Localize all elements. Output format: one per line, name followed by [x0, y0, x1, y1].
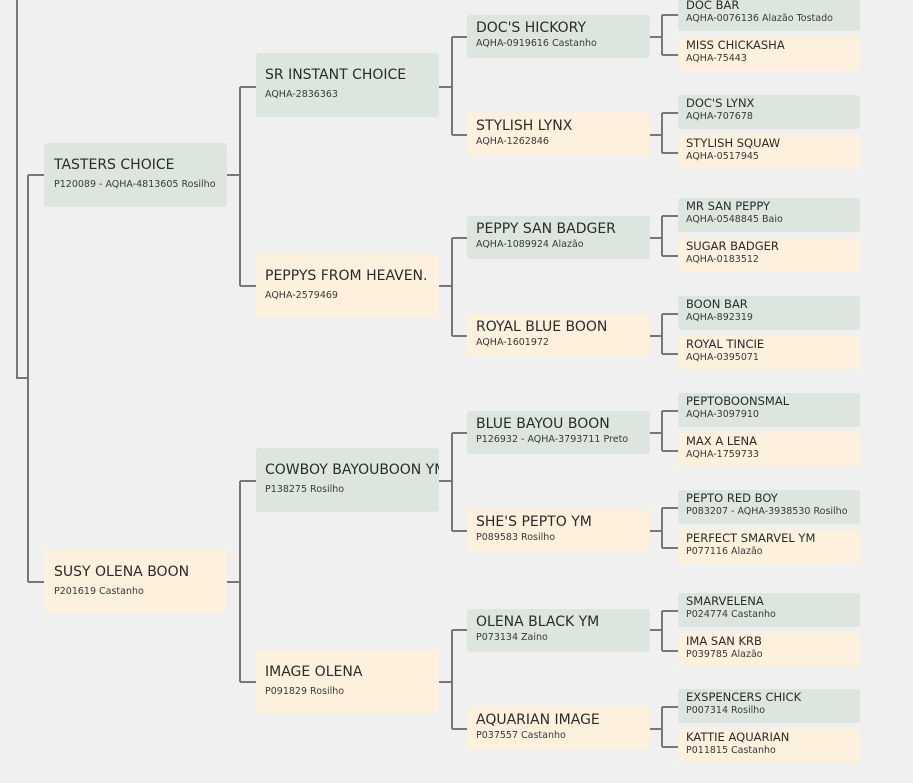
- pedigree-node-sire[interactable]: BLUE BAYOU BOON P126932 - AQHA-3793711 Pr…: [467, 411, 650, 454]
- horse-name: SMARVELENA: [686, 594, 764, 608]
- horse-name: DOC'S LYNX: [686, 96, 755, 110]
- horse-name: MAX A LENA: [686, 434, 757, 448]
- pedigree-node-dam[interactable]: ROYAL BLUE BOON AQHA-1601972: [467, 314, 650, 357]
- pedigree-node-dam[interactable]: IMAGE OLENA P091829 Rosilho: [256, 650, 439, 714]
- horse-name: PEPTO RED BOY: [686, 491, 778, 505]
- horse-name: OLENA BLACK YM: [476, 614, 600, 630]
- pedigree-node-sire[interactable]: COWBOY BAYOUBOON YM P138275 Rosilho: [256, 448, 439, 512]
- horse-registration: AQHA-707678: [686, 111, 753, 123]
- horse-name: IMAGE OLENA: [265, 664, 363, 680]
- horse-registration: AQHA-0919616 Castanho: [476, 38, 597, 50]
- horse-name: DOC BAR: [686, 0, 740, 12]
- horse-name: PEPPY SAN BADGER: [476, 221, 616, 237]
- horse-name: EXSPENCERS CHICK: [686, 690, 802, 704]
- horse-name: TASTERS CHOICE: [54, 157, 175, 173]
- horse-registration: P201619 Castanho: [54, 586, 144, 598]
- horse-registration: P024774 Castanho: [686, 609, 776, 621]
- horse-registration: AQHA-0183512: [686, 254, 759, 266]
- horse-name: PEPPYS FROM HEAVEN.: [265, 268, 428, 284]
- horse-name: PEPTOBOONSMAL: [686, 394, 790, 408]
- horse-registration: AQHA-3097910: [686, 409, 759, 421]
- horse-registration: P126932 - AQHA-3793711 Preto: [476, 434, 629, 446]
- connector-line: [16, 0, 28, 379]
- horse-name: DOC'S HICKORY: [476, 20, 587, 36]
- horse-registration: AQHA-1089924 Alazão: [476, 239, 584, 251]
- horse-registration: P037557 Castanho: [476, 730, 566, 742]
- horse-registration: AQHA-1262846: [476, 136, 549, 148]
- pedigree-node-sire[interactable]: OLENA BLACK YM P073134 Zaino: [467, 609, 650, 652]
- pedigree-node-sire[interactable]: TASTERS CHOICE P120089 - AQHA-4813605 Ros…: [44, 143, 227, 207]
- horse-registration: AQHA-0395071: [686, 352, 759, 364]
- horse-registration: AQHA-2836363: [265, 89, 338, 101]
- horse-registration: AQHA-0548845 Baio: [686, 214, 783, 226]
- pedigree-node-dam[interactable]: SUSY OLENA BOON P201619 Castanho: [44, 550, 227, 614]
- horse-registration: P039785 Alazão: [686, 649, 763, 661]
- pedigree-node-dam[interactable]: AQUARIAN IMAGE P037557 Castanho: [467, 707, 650, 750]
- horse-name: BLUE BAYOU BOON: [476, 416, 610, 432]
- pedigree-node-dam[interactable]: PEPPYS FROM HEAVEN. AQHA-2579469: [256, 254, 439, 318]
- horse-name: ROYAL TINCIE: [686, 337, 765, 351]
- horse-name: STYLISH SQUAW: [686, 136, 781, 150]
- horse-name: MR SAN PEPPY: [686, 199, 771, 213]
- horse-registration: AQHA-0076136 Alazão Tostado: [686, 13, 833, 25]
- horse-registration: P120089 - AQHA-4813605 Rosilho: [54, 179, 216, 191]
- pedigree-node-sire[interactable]: DOC'S HICKORY AQHA-0919616 Castanho: [467, 15, 650, 58]
- horse-name: AQUARIAN IMAGE: [476, 712, 600, 728]
- horse-registration: AQHA-1759733: [686, 449, 759, 461]
- horse-name: KATTIE AQUARIAN: [686, 730, 790, 744]
- horse-registration: AQHA-0517945: [686, 151, 759, 163]
- pedigree-node-dam[interactable]: SHE'S PEPTO YM P089583 Rosilho: [467, 509, 650, 552]
- pedigree-node-sire[interactable]: PEPPY SAN BADGER AQHA-1089924 Alazão: [467, 216, 650, 259]
- horse-name: IMA SAN KRB: [686, 634, 762, 648]
- horse-registration: P083207 - AQHA-3938530 Rosilho: [686, 506, 848, 518]
- horse-registration: P091829 Rosilho: [265, 686, 345, 698]
- horse-registration: P089583 Rosilho: [476, 532, 556, 544]
- horse-registration: AQHA-75443: [686, 53, 747, 65]
- horse-name: SUSY OLENA BOON: [54, 564, 190, 580]
- horse-registration: P073134 Zaino: [476, 632, 548, 644]
- horse-name: PERFECT SMARVEL YM: [686, 531, 816, 545]
- horse-name: STYLISH LYNX: [476, 118, 573, 134]
- horse-registration: P077116 Alazão: [686, 546, 763, 558]
- horse-registration: P007314 Rosilho: [686, 705, 766, 717]
- pedigree-node-sire[interactable]: SR INSTANT CHOICE AQHA-2836363: [256, 53, 439, 117]
- horse-name: BOON BAR: [686, 297, 748, 311]
- pedigree-node-dam[interactable]: STYLISH LYNX AQHA-1262846: [467, 113, 650, 156]
- horse-name: SHE'S PEPTO YM: [476, 514, 592, 530]
- horse-name: SUGAR BADGER: [686, 239, 779, 253]
- horse-name: COWBOY BAYOUBOON YM: [265, 462, 439, 478]
- horse-name: ROYAL BLUE BOON: [476, 319, 608, 335]
- horse-registration: P138275 Rosilho: [265, 484, 345, 496]
- horse-registration: AQHA-1601972: [476, 337, 549, 349]
- horse-name: SR INSTANT CHOICE: [265, 67, 407, 83]
- horse-registration: AQHA-2579469: [265, 290, 338, 302]
- horse-registration: AQHA-892319: [686, 312, 753, 324]
- horse-name: MISS CHICKASHA: [686, 38, 785, 52]
- horse-registration: P011815 Castanho: [686, 745, 776, 757]
